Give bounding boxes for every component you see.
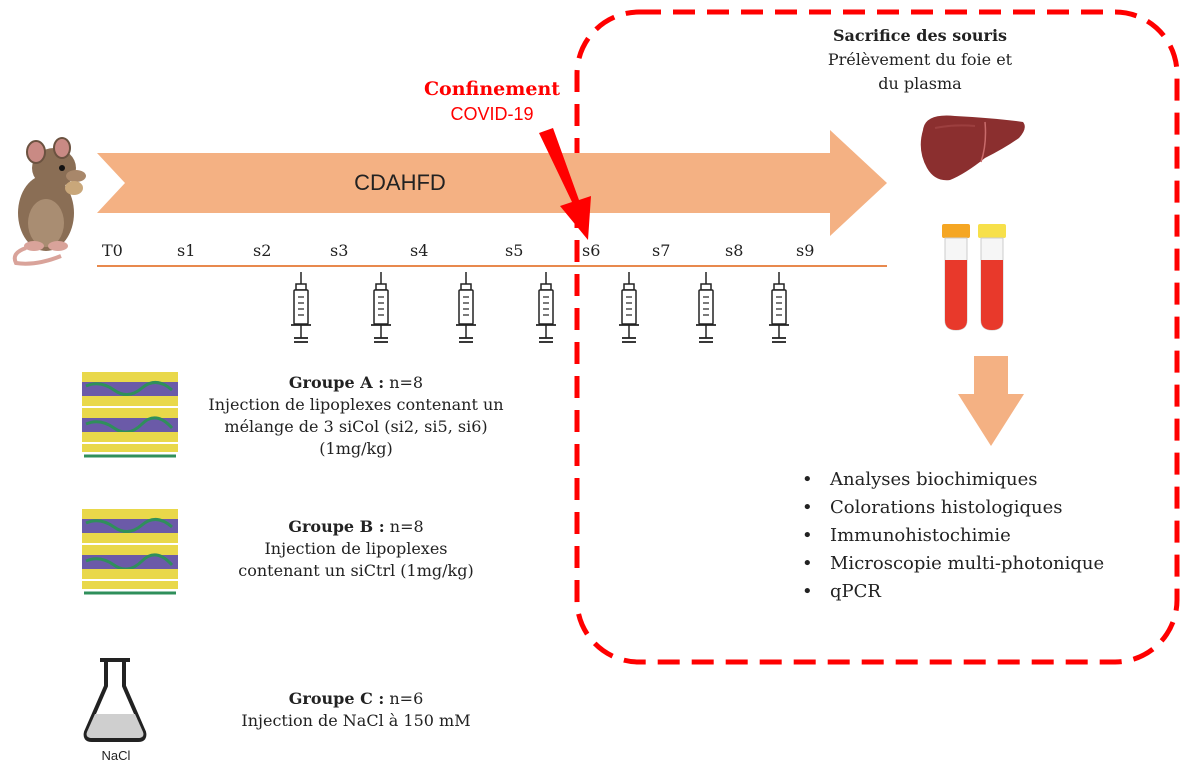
sacrifice-line2: du plasma: [878, 74, 962, 93]
confinement-title: Confinement: [423, 78, 561, 100]
group-a-line2: mélange de 3 siCol (si2, si5, si6): [224, 417, 488, 436]
mouse-icon: [12, 137, 86, 266]
week-label-s3: s3: [330, 241, 349, 260]
sacrifice-title: Sacrifice des souris: [832, 26, 1008, 45]
down-arrow-icon: [958, 356, 1024, 446]
group-b-title: Groupe B :: [288, 517, 385, 536]
group-c-count: n=6: [389, 689, 424, 708]
group-c-line1: Injection de NaCl à 150 mM: [241, 711, 471, 730]
week-label-s7: s7: [652, 241, 671, 260]
flask-label: NaCl: [101, 748, 131, 763]
lipoplex-icon: [82, 372, 178, 458]
blood-tube-icon: [942, 224, 1006, 331]
lipoplex-icon: [82, 509, 178, 595]
week-label-s9: s9: [796, 241, 815, 260]
analyses-list: Analyses biochimiques Colorations histol…: [800, 466, 1104, 606]
liver-icon: [920, 115, 1025, 181]
week-label-t0: T0: [102, 241, 123, 260]
group-a-text: Groupe A : n=8 Injection de lipoplexes c…: [176, 372, 536, 460]
group-b-line2: contenant un siCtrl (1mg/kg): [238, 561, 474, 580]
week-label-s4: s4: [410, 241, 429, 260]
week-label-s6: s6: [582, 241, 601, 260]
diet-label: CDAHFD: [354, 170, 446, 195]
group-b-count: n=8: [389, 517, 424, 536]
group-a-count: n=8: [389, 373, 424, 392]
group-b-line1: Injection de lipoplexes: [264, 539, 448, 558]
group-c-title: Groupe C :: [288, 689, 385, 708]
week-label-s2: s2: [253, 241, 272, 260]
week-label-s8: s8: [725, 241, 744, 260]
week-label-s1: s1: [177, 241, 196, 260]
confinement-subtitle: COVID-19: [450, 104, 534, 124]
list-item: Colorations histologiques: [800, 494, 1104, 522]
list-item: Immunohistochimie: [800, 522, 1104, 550]
group-a-line1: Injection de lipoplexes contenant un: [208, 395, 504, 414]
flask-icon: [83, 658, 147, 742]
group-b-text: Groupe B : n=8 Injection de lipoplexes c…: [196, 516, 516, 582]
list-item: Analyses biochimiques: [800, 466, 1104, 494]
group-a-line3: (1mg/kg): [319, 439, 393, 458]
list-item: Microscopie multi-photonique: [800, 550, 1104, 578]
week-label-s5: s5: [505, 241, 524, 260]
group-a-title: Groupe A :: [288, 373, 385, 392]
sacrifice-line1: Prélèvement du foie et: [827, 50, 1013, 69]
group-c-text: Groupe C : n=6 Injection de NaCl à 150 m…: [196, 688, 516, 732]
list-item: qPCR: [800, 578, 1104, 606]
